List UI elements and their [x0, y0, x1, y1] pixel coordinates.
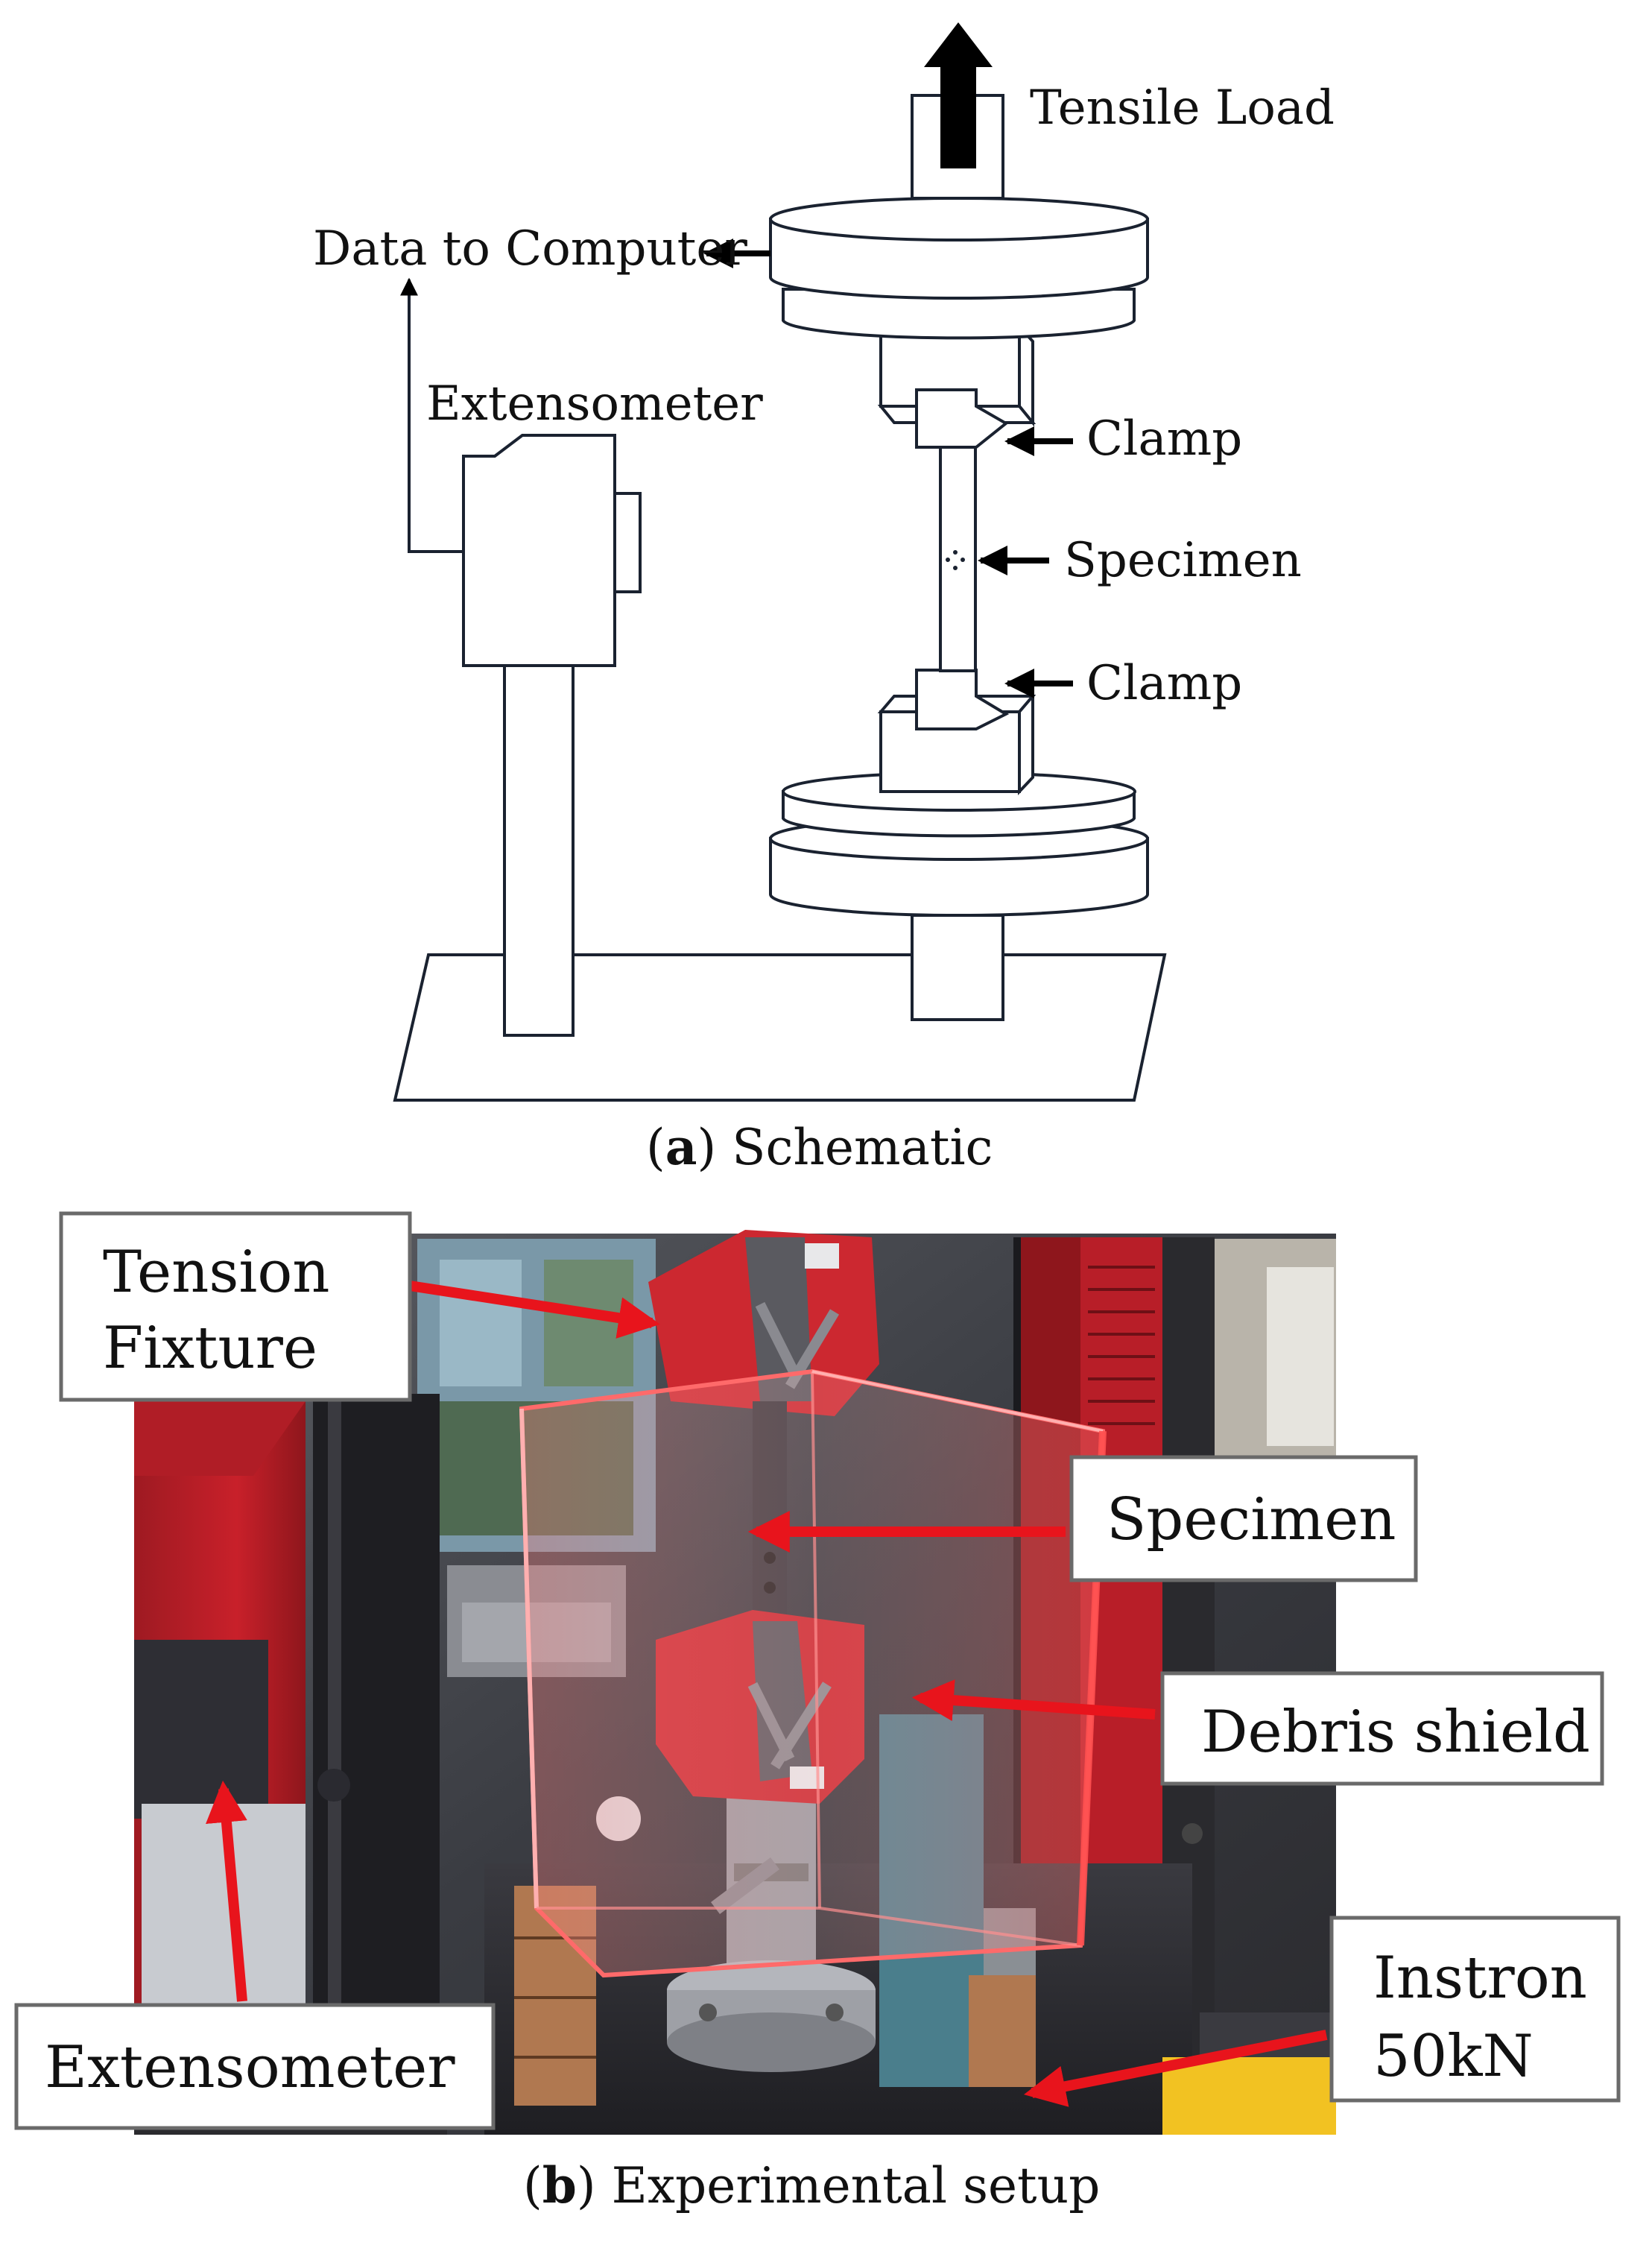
- upper-clamp-jaw: [915, 388, 1009, 449]
- caption-b-text: Experimental setup: [612, 2157, 1101, 2214]
- caption-a-letter: a: [665, 1118, 697, 1176]
- data-line: [400, 277, 463, 553]
- upper-platform-top: [769, 197, 1149, 241]
- extensometer-head: [462, 434, 616, 667]
- schematic-panel: Tensile Load Data to Computer Extensomet…: [313, 22, 1335, 1176]
- instron-line2: 50kN: [1373, 2023, 1534, 2090]
- debris-shield-callout: Debris shield: [1160, 1671, 1604, 1786]
- specimen-callout: Specimen: [1069, 1455, 1418, 1582]
- specimen-marks: [946, 550, 965, 570]
- clamp-bottom-label: Clamp: [1086, 656, 1242, 711]
- photo-panel: Tension Fixture Specimen Debris shield E…: [14, 1211, 1621, 2214]
- debris-shield-label: Debris shield: [1201, 1699, 1590, 1766]
- tensile-load-arrow: [924, 22, 993, 168]
- lower-clamp-block: [879, 710, 1021, 793]
- caption-b: (b) Experimental setup: [523, 2156, 1100, 2214]
- tension-fixture-line2: Fixture: [103, 1315, 317, 1382]
- specimen-bar: [939, 446, 977, 672]
- caption-b-letter: b: [542, 2156, 577, 2214]
- extensometer-label: Extensometer: [426, 376, 763, 432]
- instron-callout: Instron 50kN: [1329, 1916, 1621, 2103]
- upper-platform-lower: [782, 288, 1136, 340]
- extensometer-callout: Extensometer: [14, 2003, 496, 2130]
- specimen-photo-label: Specimen: [1107, 1486, 1396, 1553]
- instron-line1: Instron: [1373, 1945, 1587, 2012]
- lower-shaft: [911, 914, 1004, 1021]
- caption-a-text: Schematic: [732, 1119, 993, 1176]
- clamp-top-label: Clamp: [1086, 411, 1242, 467]
- data-to-computer-label: Data to Computer: [313, 221, 747, 277]
- tension-fixture-line1: Tension: [103, 1239, 330, 1306]
- tensile-load-label: Tensile Load: [1030, 80, 1335, 136]
- extensometer-photo-arrow: [206, 1780, 247, 2002]
- extensometer-lens: [613, 492, 642, 593]
- instron-arrow: [1024, 2030, 1328, 2107]
- caption-a: (a) Schematic: [646, 1118, 993, 1176]
- tension-fixture-callout: Tension Fixture: [59, 1211, 412, 1402]
- debris-shield-arrow: [911, 1679, 1156, 1722]
- tension-fixture-arrow: [408, 1281, 661, 1339]
- specimen-label: Specimen: [1064, 533, 1302, 588]
- lower-clamp-side: [1018, 692, 1034, 796]
- extensometer-column: [503, 664, 575, 1037]
- debris-shield: [519, 1368, 1107, 1978]
- upper-platform: [769, 218, 1149, 300]
- extensometer-photo-label: Extensometer: [45, 2034, 455, 2101]
